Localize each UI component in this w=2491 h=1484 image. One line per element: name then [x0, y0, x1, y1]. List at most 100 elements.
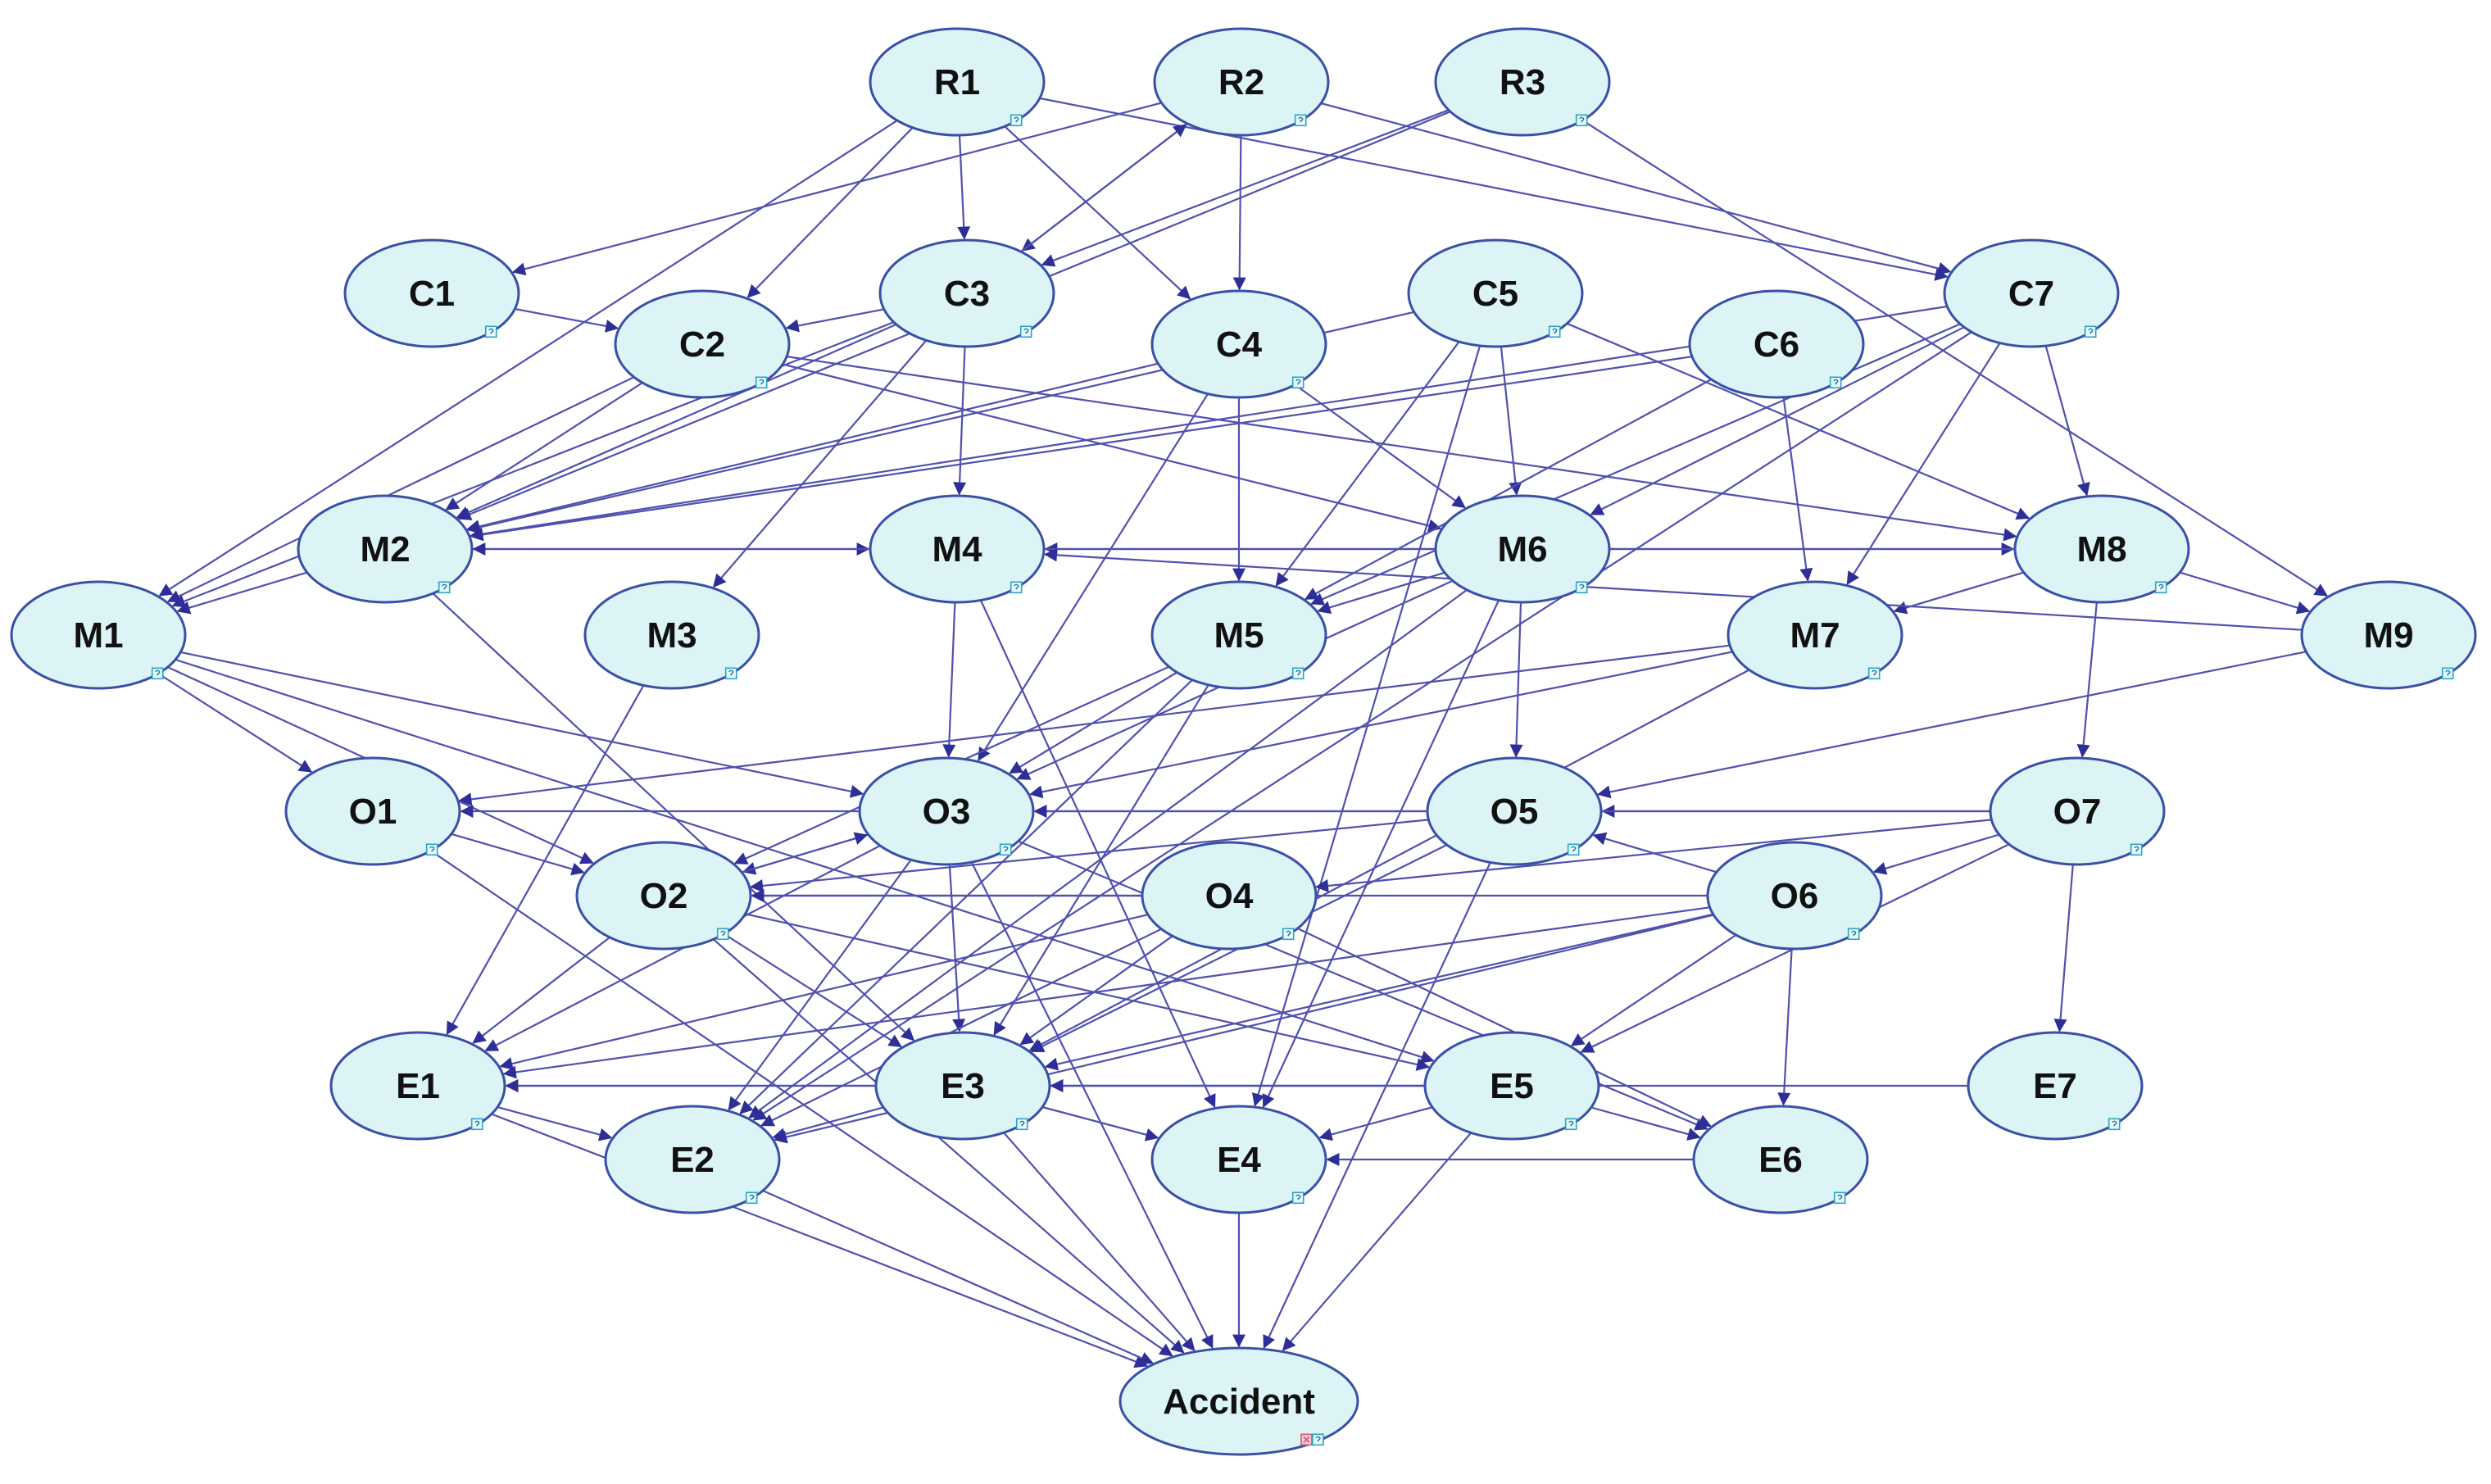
node-o4[interactable]: O4	[1141, 841, 1318, 951]
edge-M2-to-M1	[176, 571, 308, 615]
node-shape[interactable]	[10, 580, 187, 690]
node-shape[interactable]	[614, 289, 791, 399]
node-shape[interactable]	[1967, 1031, 2144, 1141]
node-m2[interactable]: M2	[297, 494, 474, 604]
node-shape[interactable]	[1726, 580, 1903, 690]
node-label: E1	[396, 1066, 440, 1106]
node-e4[interactable]: E4	[1150, 1105, 1327, 1214]
node-c6[interactable]: C6	[1688, 289, 1865, 399]
node-o3[interactable]: O3	[858, 756, 1035, 866]
node-c3[interactable]: C3	[878, 238, 1055, 348]
edge-E1-to-E2	[497, 1106, 613, 1141]
node-m8[interactable]: M8	[2013, 494, 2190, 604]
node-shape[interactable]	[343, 238, 520, 348]
node-shape[interactable]	[1434, 494, 1611, 604]
node-c1[interactable]: C1	[343, 238, 520, 348]
node-m4[interactable]: M4	[869, 494, 1046, 604]
node-shape[interactable]	[583, 580, 760, 690]
node-shape[interactable]	[575, 841, 752, 951]
node-label: M8	[2076, 529, 2126, 570]
node-label: C2	[679, 324, 725, 365]
edge-C5-to-M8	[1566, 322, 2030, 520]
node-c2[interactable]: C2	[614, 289, 791, 399]
edge-C2-to-M2	[445, 382, 643, 511]
question-mark-icon	[1291, 376, 1304, 389]
node-e7[interactable]: E7	[1967, 1031, 2144, 1141]
node-shape[interactable]	[1150, 1105, 1327, 1214]
question-mark-icon	[716, 928, 729, 941]
edge-O4-to-E1	[499, 914, 1149, 1070]
node-m7[interactable]: M7	[1726, 580, 1903, 690]
node-o1[interactable]: O1	[284, 756, 461, 866]
question-mark-icon	[1867, 667, 1881, 680]
edge-M1-to-O1	[157, 673, 313, 773]
node-shape[interactable]	[1706, 841, 1883, 951]
edge-M6-to-E4	[1262, 600, 1500, 1109]
node-accident[interactable]: Accident	[1118, 1346, 1359, 1456]
node-e3[interactable]: E3	[874, 1031, 1051, 1141]
node-e6[interactable]: E6	[1692, 1105, 1869, 1214]
edge-C2-to-M1	[166, 376, 635, 602]
node-m9[interactable]: M9	[2300, 580, 2477, 690]
node-shape[interactable]	[878, 238, 1055, 348]
node-e5[interactable]: E5	[1423, 1031, 1600, 1141]
question-mark-icon-glyph	[749, 1194, 755, 1200]
edge-O6-to-E5	[1570, 934, 1737, 1046]
node-m3[interactable]: M3	[583, 580, 760, 690]
question-mark-icon-glyph	[442, 583, 447, 590]
node-label: E2	[670, 1140, 715, 1180]
edge-R3-to-C3	[1041, 109, 1450, 267]
node-c7[interactable]: C7	[1943, 238, 2120, 348]
question-mark-icon-glyph	[488, 328, 494, 334]
node-shape[interactable]	[1692, 1105, 1869, 1214]
edge-M3-to-E1	[446, 684, 645, 1036]
node-e1[interactable]: E1	[329, 1031, 506, 1141]
node-shape[interactable]	[1426, 756, 1603, 866]
node-r2[interactable]: R2	[1153, 27, 1330, 137]
node-o5[interactable]: O5	[1426, 756, 1603, 866]
node-shape[interactable]	[869, 494, 1046, 604]
node-shape[interactable]	[2013, 494, 2190, 604]
node-e2[interactable]: E2	[604, 1105, 781, 1214]
node-o2[interactable]: O2	[575, 841, 752, 951]
node-o7[interactable]: O7	[1989, 756, 2166, 866]
question-mark-icon-glyph	[1295, 379, 1301, 385]
edge-E5-to-E6	[1590, 1106, 1701, 1141]
node-shape[interactable]	[1407, 238, 1584, 348]
node-m6[interactable]: M6	[1434, 494, 1611, 604]
node-shape[interactable]	[1141, 841, 1318, 951]
node-shape[interactable]	[1153, 27, 1330, 137]
node-shape[interactable]	[329, 1031, 506, 1141]
node-shape[interactable]	[2300, 580, 2477, 690]
question-mark-icon	[1567, 843, 1580, 856]
node-shape[interactable]	[874, 1031, 1051, 1141]
node-r3[interactable]: R3	[1434, 27, 1611, 137]
node-shape[interactable]	[1688, 289, 1865, 399]
node-o6[interactable]: O6	[1706, 841, 1883, 951]
node-shape[interactable]	[1989, 756, 2166, 866]
node-label: M2	[360, 529, 410, 570]
question-mark-icon	[1829, 376, 1842, 389]
edge-O7-to-E7	[2053, 864, 2074, 1032]
node-r1[interactable]: R1	[869, 27, 1046, 137]
node-shape[interactable]	[604, 1105, 781, 1214]
node-c4[interactable]: C4	[1150, 289, 1327, 399]
node-shape[interactable]	[1150, 580, 1327, 690]
node-shape[interactable]	[1423, 1031, 1600, 1141]
node-c5[interactable]: C5	[1407, 238, 1584, 348]
node-shape[interactable]	[858, 756, 1035, 866]
node-shape[interactable]	[869, 27, 1046, 137]
node-m1[interactable]: M1	[10, 580, 187, 690]
node-label: R2	[1218, 62, 1264, 102]
node-shape[interactable]	[1434, 27, 1611, 137]
edge-R2-to-C7	[1320, 102, 1952, 275]
question-mark-icon-glyph	[1286, 930, 1291, 937]
node-m5[interactable]: M5	[1150, 580, 1327, 690]
node-shape[interactable]	[297, 494, 474, 604]
node-shape[interactable]	[1150, 289, 1327, 399]
question-mark-icon-glyph	[1571, 846, 1577, 852]
node-shape[interactable]	[284, 756, 461, 866]
question-mark-icon-glyph	[1019, 1120, 1025, 1127]
node-shape[interactable]	[1943, 238, 2120, 348]
node-shape[interactable]	[1118, 1346, 1359, 1456]
